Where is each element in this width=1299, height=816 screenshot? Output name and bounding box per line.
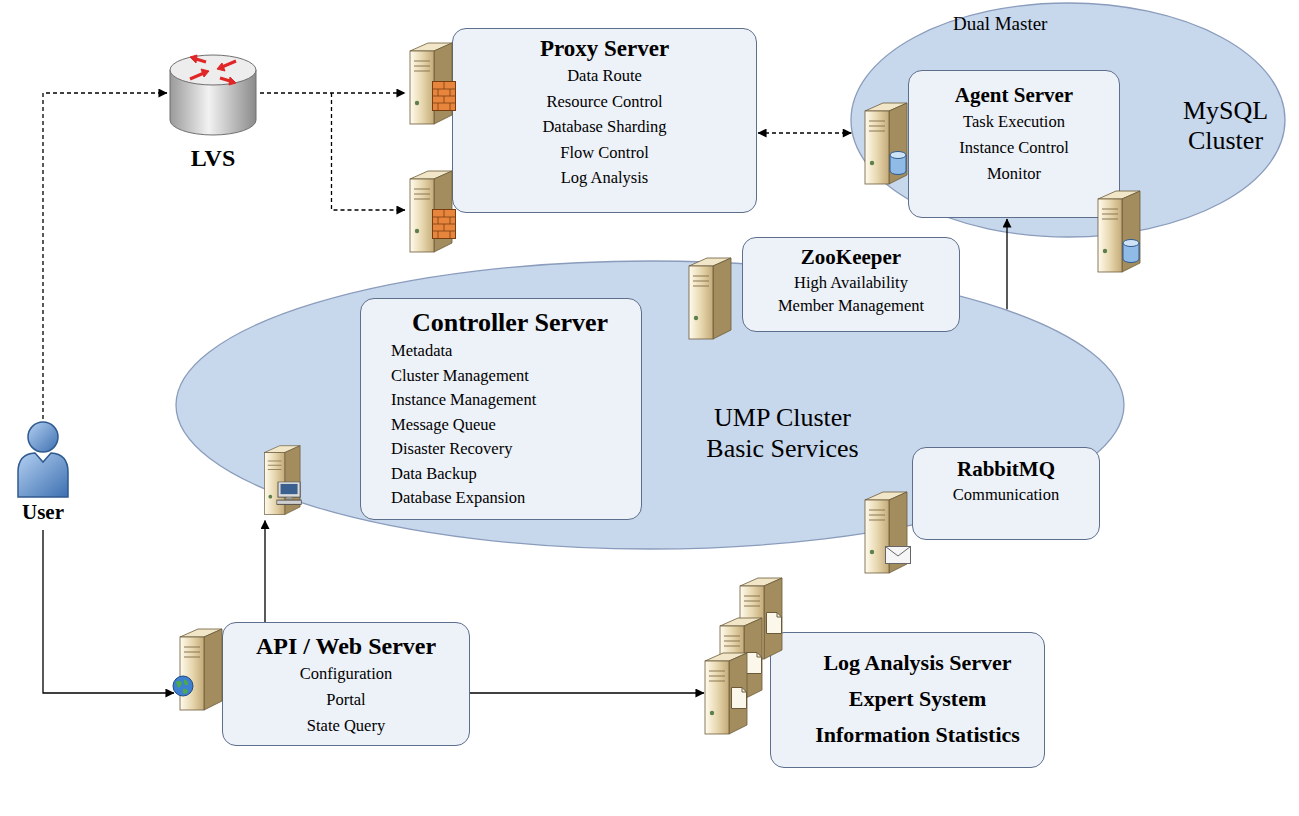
node-item: Member Management bbox=[778, 294, 924, 317]
node-item: Instance Control bbox=[959, 135, 1069, 161]
node-item: Portal bbox=[326, 687, 365, 713]
server-icons bbox=[913, 448, 914, 449]
server-icons bbox=[223, 623, 224, 624]
node-item: Database Sharding bbox=[542, 114, 666, 140]
connector bbox=[260, 93, 405, 210]
ellipse-shape bbox=[176, 261, 1124, 549]
server-box: API / Web ServerConfigurationPortalState… bbox=[222, 622, 470, 746]
connector-line bbox=[758, 132, 851, 133]
server-icons bbox=[771, 633, 772, 634]
srv-icon bbox=[410, 171, 456, 252]
lvs-icon bbox=[170, 55, 256, 135]
user-icon bbox=[18, 422, 68, 497]
server-icons bbox=[743, 238, 744, 239]
node-item: Flow Control bbox=[560, 140, 648, 166]
controller-box: Controller ServerMetadataCluster Managem… bbox=[360, 298, 642, 520]
connector-line bbox=[470, 692, 704, 693]
srv-icon bbox=[865, 492, 911, 573]
node-item: Data Backup bbox=[391, 462, 477, 487]
node-item: Message Queue bbox=[391, 413, 496, 438]
server-icons bbox=[453, 29, 454, 30]
node-label: MySQL Cluster bbox=[1168, 96, 1283, 156]
load-balancer: LVS bbox=[168, 50, 258, 140]
server-icons bbox=[15, 420, 16, 421]
connector-line bbox=[260, 92, 405, 93]
cluster-ellipse: Agent ServerTask ExecutionInstance Contr… bbox=[850, 2, 1286, 238]
server-icons bbox=[909, 71, 910, 72]
connector-line bbox=[264, 521, 265, 623]
user-actor: User bbox=[15, 420, 71, 498]
proxy-box: Proxy ServerData RouteResource ControlDa… bbox=[452, 28, 757, 213]
node-title: Agent Server bbox=[955, 81, 1073, 109]
node-title: API / Web Server bbox=[256, 631, 436, 661]
node-item: Metadata bbox=[391, 339, 452, 364]
node-label: User bbox=[22, 500, 64, 525]
connector bbox=[758, 133, 851, 134]
node-title: Controller Server bbox=[412, 307, 608, 339]
ellipse-shape bbox=[851, 3, 1285, 237]
service-box: ZooKeeperHigh AvailabilityMember Managem… bbox=[742, 237, 960, 332]
connector bbox=[43, 530, 174, 693]
srv-icon bbox=[720, 618, 762, 699]
srv-icon bbox=[705, 653, 747, 734]
connector-line bbox=[43, 530, 174, 693]
cluster-ellipse: Controller ServerMetadataCluster Managem… bbox=[175, 260, 1125, 550]
node-item: Instance Management bbox=[391, 388, 536, 413]
connector bbox=[43, 93, 167, 419]
node-item: Database Expansion bbox=[391, 486, 525, 511]
node-item: Configuration bbox=[300, 661, 393, 687]
connector-line bbox=[43, 93, 167, 419]
node-item: Log Analysis bbox=[561, 165, 649, 191]
node-item: Task Execution bbox=[963, 109, 1065, 135]
node-label: LVS bbox=[191, 144, 235, 173]
node-item: Monitor bbox=[987, 161, 1041, 187]
srv-icon bbox=[865, 103, 907, 184]
srv-icon bbox=[264, 446, 301, 515]
node-item: Cluster Management bbox=[391, 364, 529, 389]
srv-icon bbox=[410, 43, 456, 124]
srv-icon bbox=[689, 258, 731, 339]
node-label: Dual Master bbox=[953, 12, 1047, 35]
node-item: High Availability bbox=[794, 271, 908, 294]
node-item: State Query bbox=[307, 713, 385, 739]
node-item: Information Statistics bbox=[815, 717, 1020, 753]
srv-icon bbox=[740, 578, 782, 659]
server-box: Log Analysis ServerExpert SystemInformat… bbox=[770, 632, 1045, 768]
node-item: Communication bbox=[953, 483, 1059, 507]
server-box: Agent ServerTask ExecutionInstance Contr… bbox=[908, 70, 1120, 218]
node-item: Expert System bbox=[849, 681, 986, 717]
node-title: Proxy Server bbox=[540, 35, 669, 63]
service-box: RabbitMQCommunication bbox=[912, 447, 1100, 540]
node-title: RabbitMQ bbox=[957, 456, 1055, 483]
node-item: Data Route bbox=[567, 63, 642, 89]
node-title: ZooKeeper bbox=[801, 244, 901, 271]
srv-icon bbox=[1098, 191, 1140, 272]
node-label: UMP Cluster Basic Services bbox=[690, 402, 875, 464]
connector-line bbox=[332, 93, 406, 210]
connector bbox=[470, 693, 704, 694]
server-icons bbox=[361, 299, 362, 300]
srv-icon bbox=[173, 629, 222, 710]
node-item: Resource Control bbox=[547, 89, 663, 115]
connector bbox=[265, 521, 266, 623]
server-icons bbox=[168, 50, 169, 51]
node-item: Disaster Recovery bbox=[391, 437, 512, 462]
node-title: Log Analysis Server bbox=[823, 645, 1011, 681]
